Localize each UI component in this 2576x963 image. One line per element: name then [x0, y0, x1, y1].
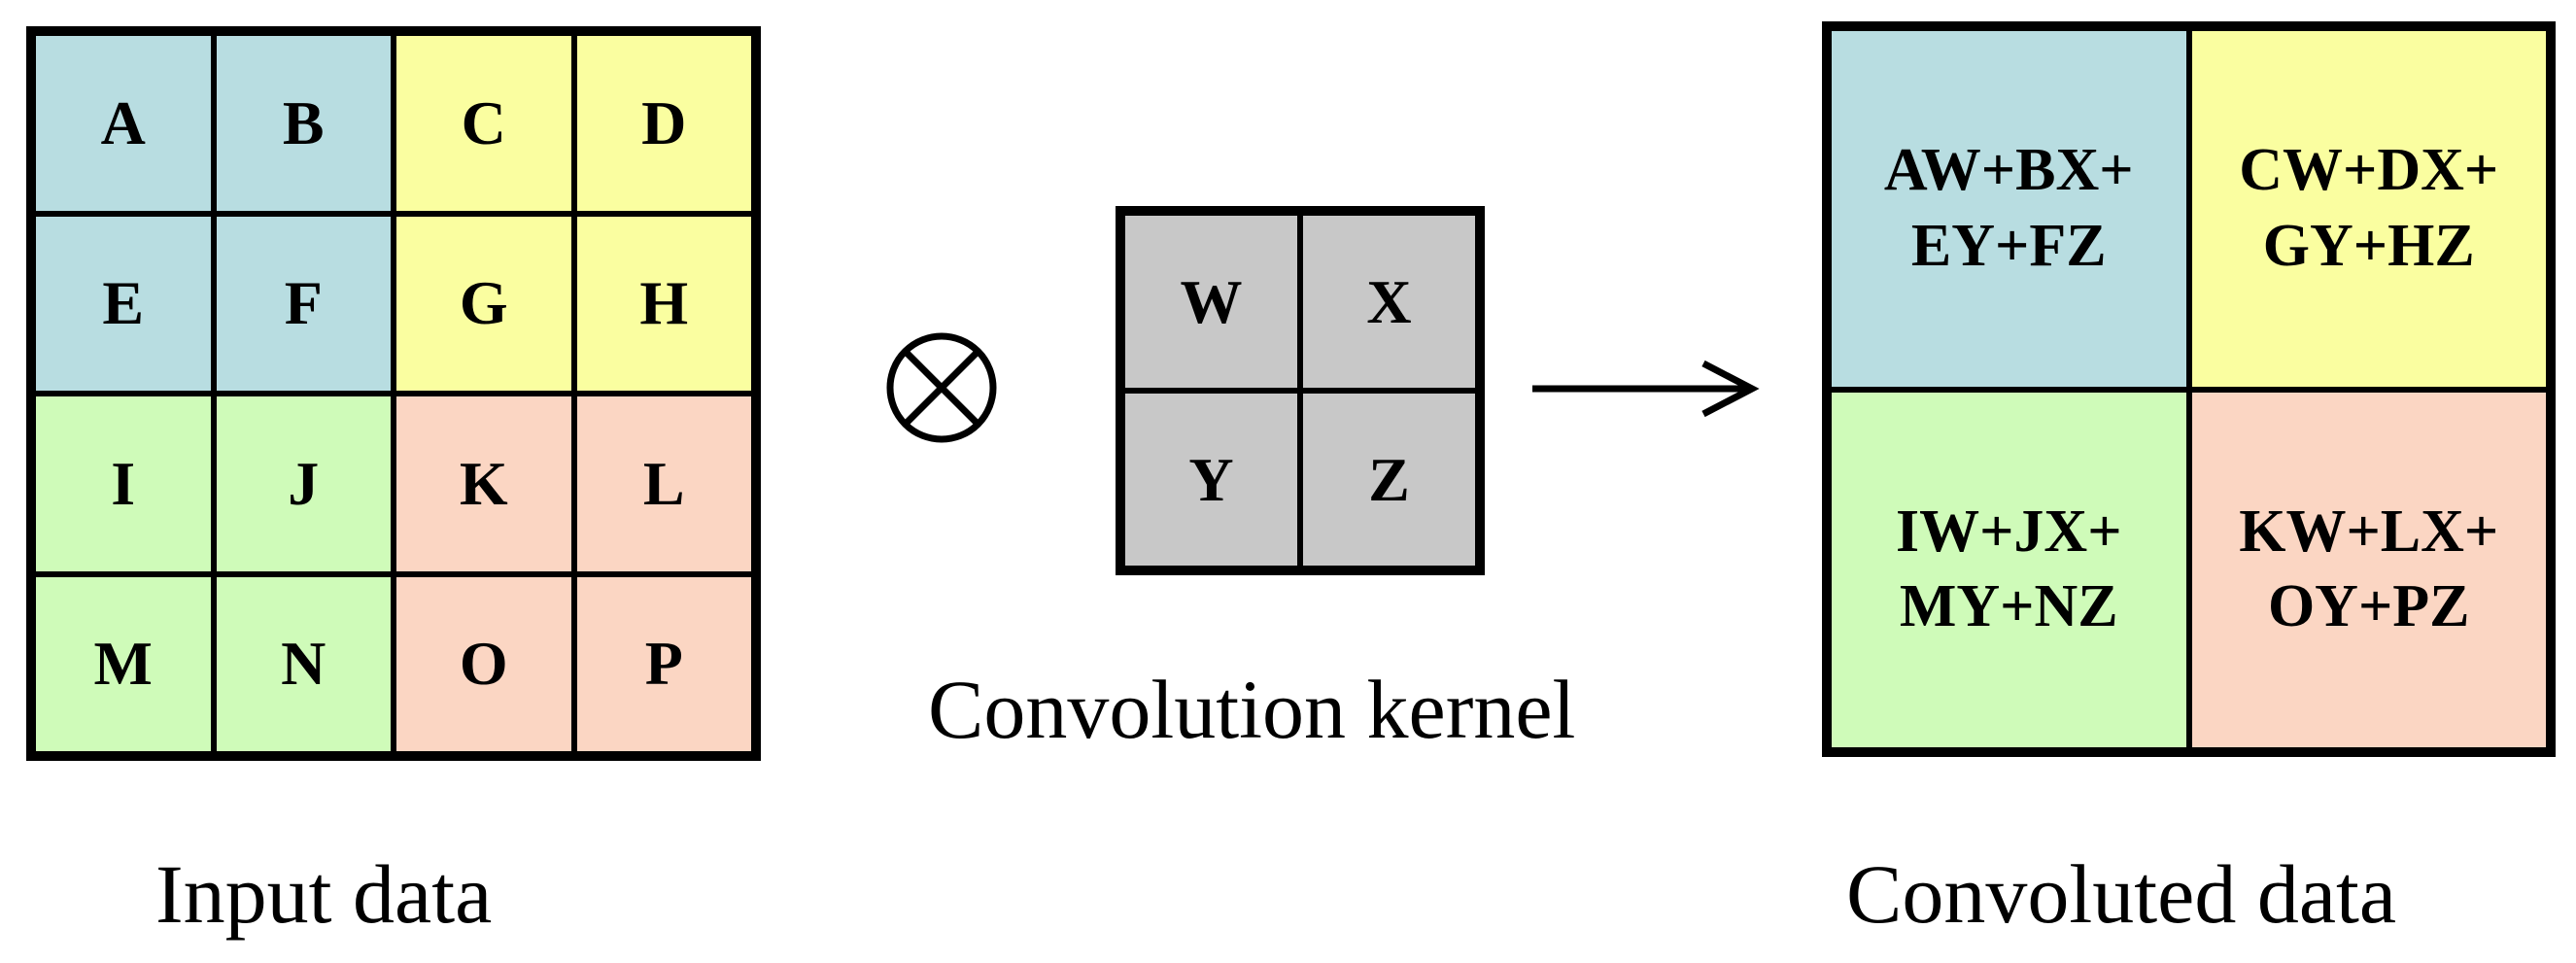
input-cell: F [213, 213, 394, 394]
output-cell: CW+DX+ GY+HZ [2188, 28, 2549, 390]
convoluted-data-caption: Convoluted data [1846, 847, 2397, 941]
output-cell: AW+BX+ EY+FZ [1829, 28, 2189, 390]
input-cell: C [394, 33, 574, 214]
input-cell: H [573, 213, 754, 394]
circled-times-icon [886, 332, 997, 443]
input-cell: K [394, 394, 574, 574]
input-cell: L [573, 394, 754, 574]
input-cell: N [213, 573, 394, 754]
input-cell: D [573, 33, 754, 214]
input-cell: J [213, 394, 394, 574]
right-arrow-icon [1532, 360, 1760, 418]
kernel-cell: W [1122, 213, 1300, 391]
input-cell: M [33, 573, 214, 754]
input-cell: G [394, 213, 574, 394]
convolution-kernel-grid: W X Y Z [1116, 206, 1485, 575]
input-cell: E [33, 213, 214, 394]
input-data-caption: Input data [155, 847, 493, 941]
kernel-cell: X [1300, 213, 1478, 391]
convoluted-data-grid: AW+BX+ EY+FZ CW+DX+ GY+HZ IW+JX+ MY+NZ K… [1822, 21, 2556, 757]
input-cell: I [33, 394, 214, 574]
input-data-grid: A B C D E F G H I J K L M N O P [26, 26, 761, 761]
output-cell: IW+JX+ MY+NZ [1829, 389, 2189, 750]
input-cell: A [33, 33, 214, 214]
input-cell: B [213, 33, 394, 214]
kernel-cell: Y [1122, 391, 1300, 568]
kernel-cell: Z [1300, 391, 1478, 568]
input-cell: P [573, 573, 754, 754]
input-cell: O [394, 573, 574, 754]
convolution-kernel-caption: Convolution kernel [928, 663, 1576, 756]
output-cell: KW+LX+ OY+PZ [2188, 389, 2549, 750]
